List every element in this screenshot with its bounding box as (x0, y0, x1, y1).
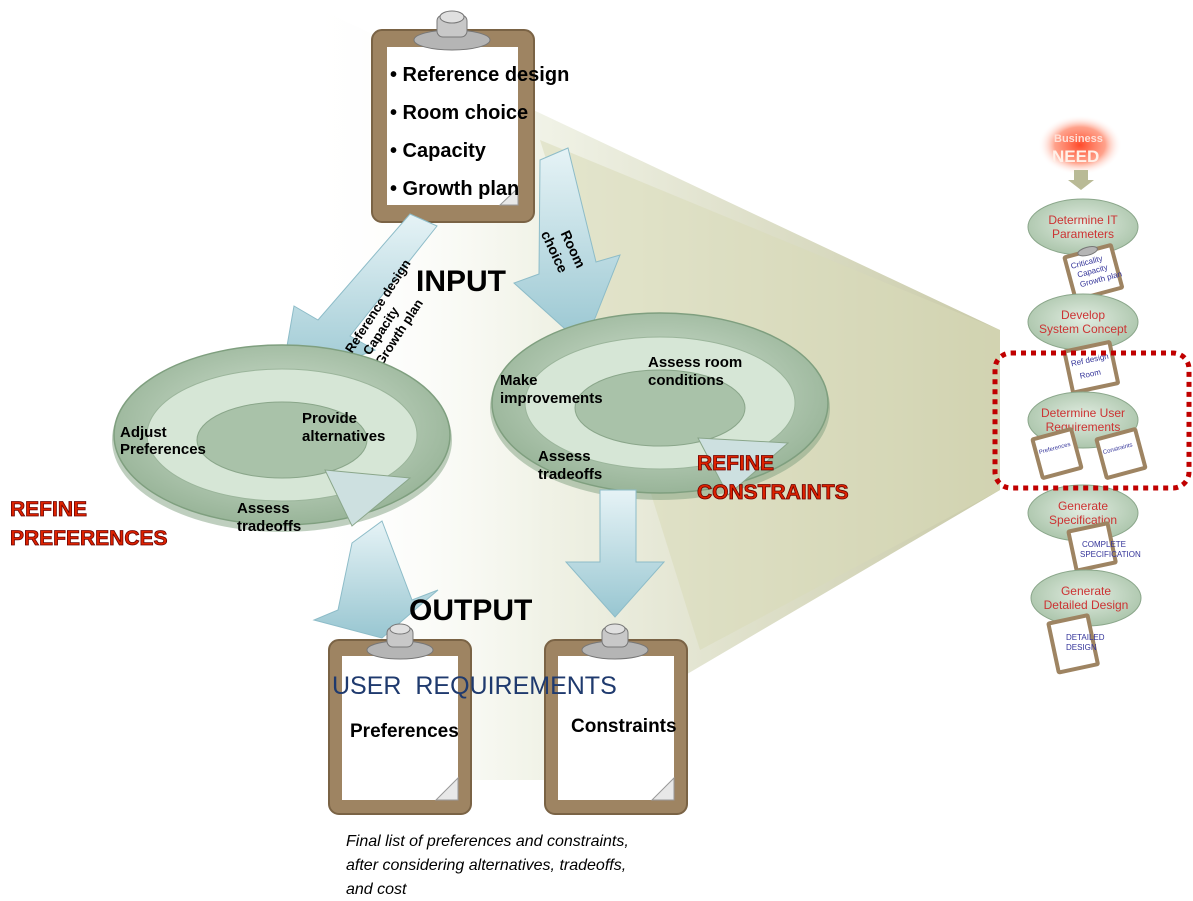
con-step-assess-1: Assess (538, 448, 591, 465)
step-2-line-1: Develop (1061, 308, 1105, 322)
doc-design-2: DESIGN (1066, 643, 1097, 652)
output-label: OUTPUT (409, 594, 532, 627)
pref-step-assess-1: Assess (237, 500, 290, 517)
process-step-2: Develop System Concept (1027, 293, 1139, 351)
refine-constraints-cycle (490, 312, 830, 500)
highlight-frame (992, 350, 1192, 491)
arrow-output-right (564, 489, 666, 618)
process-step-5: Generate Detailed Design (1030, 569, 1142, 627)
caption-line-1: Final list of preferences and constraint… (346, 833, 629, 850)
pref-step-adjust-2: Preferences (120, 441, 206, 458)
con-step-assess-room-2: conditions (648, 372, 724, 389)
arrow-output-left (312, 520, 439, 639)
need-label: NEED (1052, 147, 1099, 166)
output-constraints-label: Constraints (571, 716, 677, 737)
doc-params: Criticality Capacity Growth plan (1062, 243, 1124, 302)
refine-preferences-title-2: PREFERENCES (10, 527, 168, 550)
refine-constraints-title-2: CONSTRAINTS (697, 481, 849, 504)
pref-step-adjust-1: Adjust (120, 424, 167, 441)
step-2-line-2: System Concept (1039, 322, 1128, 336)
step-4-line-1: Generate (1058, 499, 1108, 513)
output-clipboard-constraints (544, 623, 688, 815)
process-overview: Business NEED Determine IT Parameters Cr… (1027, 115, 1148, 675)
doc-spec-1: COMPLETE (1082, 540, 1126, 549)
process-step-1: Determine IT Parameters (1027, 198, 1139, 256)
doc-design (1046, 613, 1100, 675)
input-item-1: • Reference design (390, 64, 569, 86)
input-item-2: • Room choice (390, 102, 528, 124)
input-clipboard (371, 10, 535, 223)
caption-line-2: after considering alternatives, tradeoff… (346, 857, 626, 874)
refine-preferences-title-1: REFINE (10, 498, 87, 521)
con-step-make-1: Make (500, 372, 538, 389)
input-item-3: • Capacity (390, 140, 487, 162)
con-step-make-2: improvements (500, 390, 603, 407)
business-label: Business (1054, 133, 1103, 145)
clip-icon (581, 623, 649, 660)
step-3-line-1: Determine User (1041, 406, 1125, 420)
doc-constraints: Constraints (1094, 427, 1148, 480)
doc-design-1: DETAILED (1066, 633, 1105, 642)
doc-spec (1066, 521, 1118, 573)
clip-icon (413, 10, 491, 51)
arrow-to-constraints (513, 147, 621, 347)
input-item-4: • Growth plan (390, 178, 519, 200)
con-step-assess-room-1: Assess room (648, 354, 742, 371)
pref-step-assess-2: tradeoffs (237, 518, 301, 535)
step-5-line-1: Generate (1061, 584, 1111, 598)
output-preferences-label: Preferences (350, 721, 459, 742)
doc-spec-2: SPECIFICATION (1080, 550, 1141, 559)
pref-step-provide-1: Provide (302, 410, 357, 427)
doc-concept-2: Room (1079, 367, 1102, 380)
clip-icon (366, 623, 434, 660)
caption-line-3: and cost (346, 881, 407, 898)
refine-constraints-title-1: REFINE (697, 452, 774, 475)
con-step-assess-2: tradeoffs (538, 466, 602, 483)
doc-preferences: Preferences (1030, 427, 1084, 480)
step-1-line-1: Determine IT (1048, 213, 1118, 227)
step-1-line-2: Parameters (1052, 227, 1114, 241)
output-clipboard-preferences (328, 623, 472, 815)
input-label: INPUT (416, 265, 506, 298)
step-5-line-2: Detailed Design (1044, 598, 1129, 612)
user-requirements-title: USER REQUIREMENTS (332, 672, 617, 700)
pref-step-provide-2: alternatives (302, 428, 385, 445)
refine-preferences-cycle (112, 344, 452, 532)
